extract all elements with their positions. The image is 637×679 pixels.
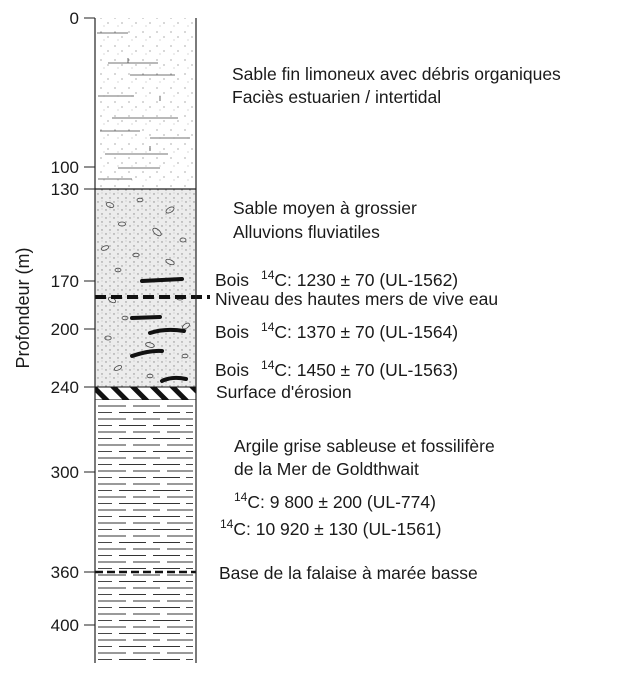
tick-label-360: 360 xyxy=(51,563,79,582)
layer-alluvial-sand xyxy=(95,189,210,387)
tick-label-130: 130 xyxy=(51,180,79,199)
erosion-surface-label: Surface d'érosion xyxy=(216,382,352,402)
tick-label-0: 0 xyxy=(70,9,79,28)
unit2-line2: Alluvions fluviatiles xyxy=(233,222,380,242)
cliff-base-label: Base de la falaise à marée basse xyxy=(219,563,478,583)
layer-fine-silty-sand xyxy=(95,18,196,189)
unit1-line1: Sable fin limoneux avec débris organique… xyxy=(232,64,561,84)
depth-tick-labels: 0 100 130 170 200 240 300 360 400 xyxy=(51,9,79,635)
clay-date-1: 14C: 9 800 ± 200 (UL-774) xyxy=(234,490,436,512)
layer-grey-clay xyxy=(95,400,196,663)
tick-label-100: 100 xyxy=(51,158,79,177)
erosion-surface-band xyxy=(94,386,197,401)
unit-clay-labels: Argile grise sableuse et fossilifère de … xyxy=(219,436,495,583)
tick-label-170: 170 xyxy=(51,272,79,291)
unit2-line1: Sable moyen à grossier xyxy=(233,198,417,218)
gravel-clasts xyxy=(100,197,190,379)
unit1-line2: Faciès estuarien / intertidal xyxy=(232,87,441,107)
clay-date-2: 14C: 10 920 ± 130 (UL-1561) xyxy=(220,517,441,539)
depth-tick-marks xyxy=(84,17,95,626)
silt-laminae xyxy=(97,32,190,180)
tick-label-400: 400 xyxy=(51,616,79,635)
clay-laminae xyxy=(98,405,193,660)
column-frame xyxy=(94,18,197,663)
tick-label-240: 240 xyxy=(51,378,79,397)
depth-axis-title: Profondeur (m) xyxy=(13,247,33,368)
unit4-line1: Argile grise sableuse et fossilifère xyxy=(234,436,495,456)
unit4-line2: de la Mer de Goldthwait xyxy=(234,459,419,479)
wood-fragments xyxy=(130,277,188,383)
unit-fine-sand-labels: Sable fin limoneux avec débris organique… xyxy=(232,64,561,107)
tick-label-300: 300 xyxy=(51,463,79,482)
unit-alluvial-sand-labels: Sable moyen à grossier Alluvions fluviat… xyxy=(233,198,417,242)
high-tide-label: Niveau des hautes mers de vive eau xyxy=(215,289,498,309)
tick-label-200: 200 xyxy=(51,320,79,339)
